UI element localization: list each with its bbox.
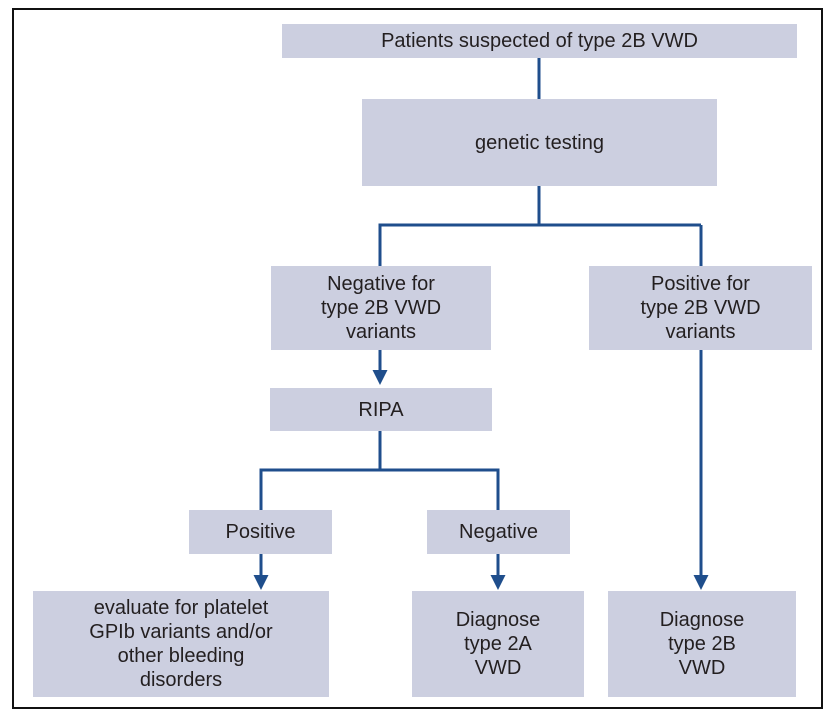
- node-line: genetic testing: [475, 131, 604, 154]
- node-line: RIPA: [358, 398, 404, 421]
- node-line: type 2B VWD: [320, 297, 442, 319]
- node-positive-variants: Positive for type 2B VWD variants: [589, 266, 812, 350]
- node-line: evaluate for platelet: [93, 597, 269, 619]
- node-line: Positive: [225, 521, 296, 543]
- connector-genetic-split: [378, 186, 541, 266]
- node-line: Positive for: [651, 273, 750, 295]
- node-genetic-testing: genetic testing: [362, 99, 717, 186]
- node-ripa-negative: Negative: [427, 510, 570, 554]
- connector-ripa-to-negative: [380, 468, 500, 510]
- node-line: Diagnose: [455, 609, 541, 631]
- node-line: Negative: [459, 521, 538, 543]
- diagram-frame: [12, 8, 823, 709]
- node-line: variants: [665, 321, 736, 343]
- node-patients-suspected: Patients suspected of type 2B VWD: [282, 24, 797, 58]
- node-line: type 2B: [668, 633, 736, 655]
- node-line: GPIb variants and/or: [89, 621, 273, 643]
- connector-ripa-split: [259, 431, 382, 510]
- node-diagnose-2b: Diagnose type 2B VWD: [608, 591, 796, 697]
- node-diagnose-2a: Diagnose type 2A VWD: [412, 591, 584, 697]
- node-line: disorders: [139, 669, 223, 691]
- node-negative-variants: Negative for type 2B VWD variants: [271, 266, 491, 350]
- node-line: other bleeding: [117, 645, 245, 667]
- node-line: VWD: [678, 657, 726, 679]
- node-evaluate-platelet: evaluate for platelet GPIb variants and/…: [33, 591, 329, 697]
- node-line: variants: [345, 321, 417, 343]
- node-ripa: RIPA: [270, 388, 492, 431]
- node-line: VWD: [474, 657, 522, 679]
- node-line: Patients suspected of type 2B VWD: [381, 30, 698, 52]
- node-line: type 2A: [464, 633, 532, 655]
- node-ripa-positive: Positive: [189, 510, 332, 554]
- node-line: type 2B VWD: [640, 297, 761, 319]
- node-line: Diagnose: [659, 609, 745, 631]
- node-line: Negative for: [327, 273, 435, 295]
